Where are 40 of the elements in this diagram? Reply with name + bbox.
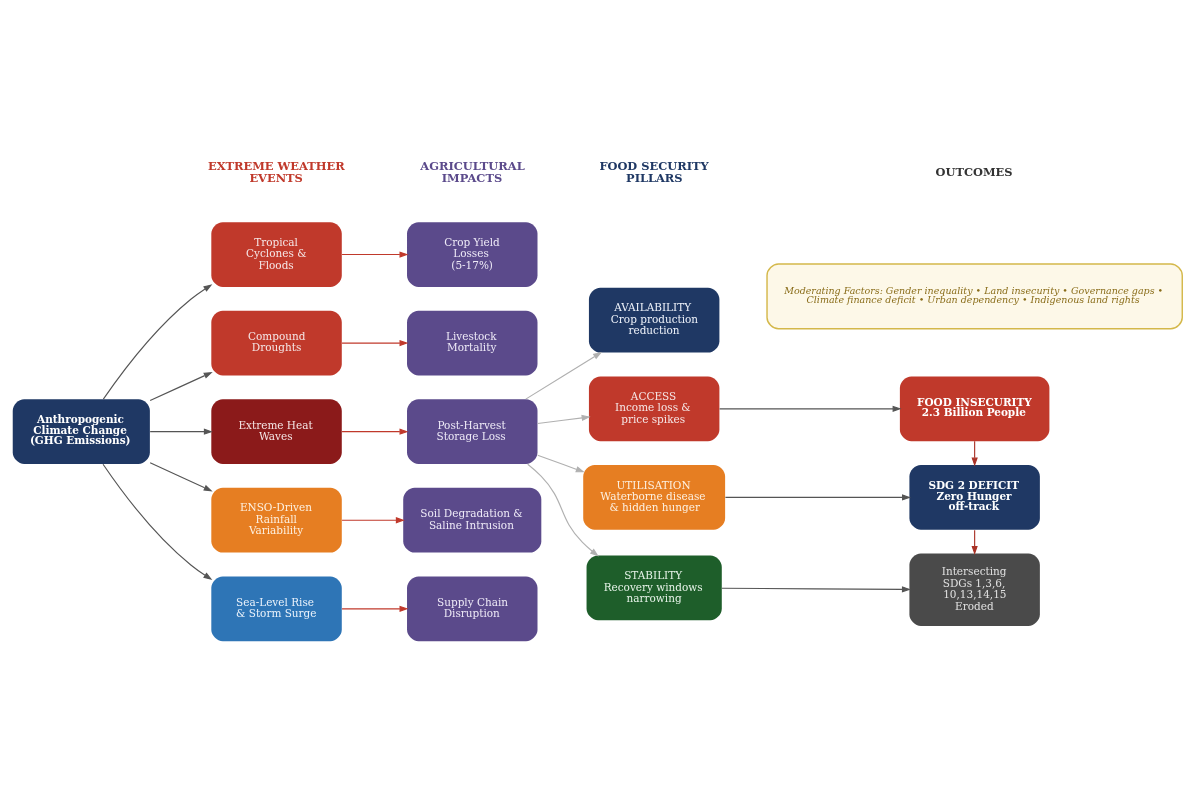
node-box: Compound Droughts [211, 310, 342, 375]
node-box: ENSO-Driven Rainfall Variability [211, 487, 342, 553]
arrow [537, 414, 591, 424]
arrow [102, 283, 213, 400]
arrow [719, 405, 902, 412]
arrow [149, 371, 213, 401]
arrow [527, 463, 599, 557]
node-box: UTILISATION Waterborne disease & hidden hunger [583, 464, 726, 530]
node-box: Soil Degradation & Saline Intrusion [403, 487, 542, 553]
arrow [341, 516, 405, 523]
label: FOOD SECURITY PILLARS [599, 158, 709, 185]
node-box: Tropical Cyclones & Floods [211, 221, 342, 287]
arrow [525, 351, 603, 400]
node-box: Intersecting SDGs 1,3,6, 10,13,14,15 Eroded [909, 553, 1040, 626]
node-box: STABILITY Recovery windows narrowing [586, 555, 722, 620]
node-box: SDG 2 DEFICIT Zero Hunger off-track [909, 464, 1040, 530]
node-box: ACCESS Income loss & price spikes [588, 375, 720, 441]
arrow [724, 493, 911, 500]
arrow [341, 605, 409, 612]
label: OUTCOMES [935, 164, 1013, 179]
node-box: Crop Yield Losses (5-17%) [407, 221, 538, 287]
arrow [537, 454, 585, 472]
node-box: FOOD INSECURITY 2.3 Billion People [899, 375, 1050, 441]
arrow [149, 461, 213, 491]
node-box: Anthropogenic Climate Change (GHG Emissions) [12, 398, 150, 464]
arrow [102, 463, 213, 580]
node-box: Post-Harvest Storage Loss [407, 398, 538, 464]
node-box: Moderating Factors: Gender inequality • Land insecurity • Governance gaps • Climate finance deficit • Urban dependency • Indigenous land rights [766, 262, 1183, 330]
node-box: Livestock Mortality [407, 310, 538, 375]
arrow [721, 585, 911, 592]
label: AGRICULTURAL IMPACTS [420, 158, 525, 185]
arrow [341, 250, 409, 258]
label: EXTREME WEATHER EVENTS [207, 158, 345, 185]
node-box: Sea-Level Rise & Storm Surge [211, 575, 342, 641]
node-box: AVAILABILITY Crop production reduction [588, 287, 720, 353]
node-box: Supply Chain Disruption [407, 575, 538, 641]
arrow [341, 428, 409, 435]
arrow [149, 428, 213, 435]
arrow [341, 339, 409, 346]
node-box: Extreme Heat Waves [211, 398, 342, 464]
